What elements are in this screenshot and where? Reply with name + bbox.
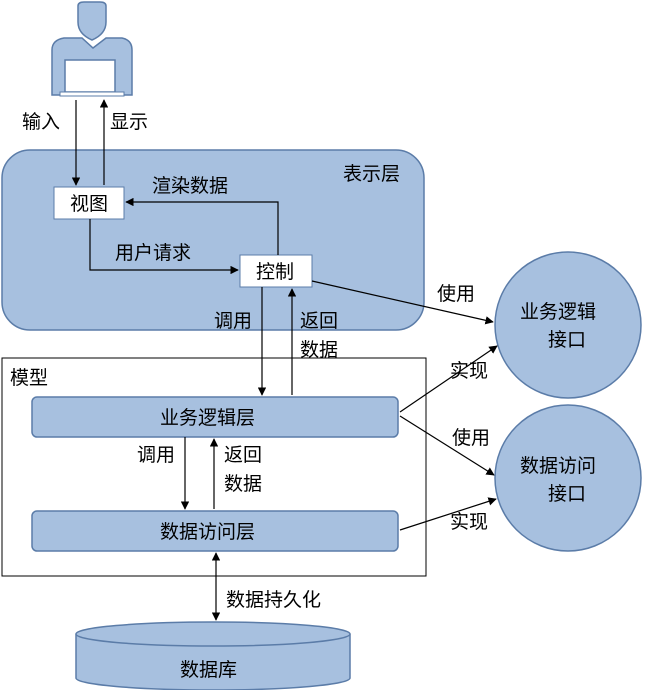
business-logic-interface[interactable]	[494, 251, 642, 399]
return-bottom-label-1: 返回	[224, 444, 262, 466]
data-interface-label-1: 数据访问	[520, 455, 596, 477]
implement-label-1: 实现	[450, 360, 488, 382]
implement-label-2: 实现	[450, 511, 488, 533]
return-bottom-label-2: 数据	[224, 473, 262, 495]
view-box[interactable]	[53, 186, 125, 220]
render-data-arrow	[125, 197, 279, 255]
view-label: 视图	[70, 193, 108, 215]
user-request-label: 用户请求	[115, 242, 191, 264]
data-access-implements-interface	[399, 497, 497, 531]
display-label: 显示	[110, 111, 148, 133]
database-cylinder[interactable]	[75, 621, 351, 690]
use-label-2: 使用	[452, 427, 490, 449]
data-persistence-label: 数据持久化	[226, 589, 321, 611]
controller-uses-business-interface	[311, 280, 494, 325]
call-top-label: 调用	[214, 310, 252, 332]
input-label: 输入	[22, 111, 60, 133]
model-label: 模型	[10, 367, 48, 389]
presentation-layer-label: 表示层	[343, 163, 400, 185]
business-interface-label-2: 接口	[548, 329, 586, 351]
data-access-layer[interactable]	[31, 510, 399, 552]
return-top-label-1: 返回	[300, 310, 338, 332]
data-access-layer-label: 数据访问层	[160, 521, 255, 543]
business-uses-data-interface	[399, 415, 495, 476]
business-logic-layer[interactable]	[31, 396, 399, 438]
controller-label: 控制	[256, 261, 294, 283]
business-interface-label-1: 业务逻辑	[520, 301, 596, 323]
controller-box[interactable]	[239, 254, 313, 288]
user-icon	[51, 1, 133, 97]
call-bottom-label: 调用	[137, 444, 175, 466]
use-label-1: 使用	[437, 283, 475, 305]
database-label: 数据库	[180, 659, 237, 681]
data-access-interface[interactable]	[494, 404, 642, 552]
return-top-label-2: 数据	[300, 339, 338, 361]
business-implements-interface	[399, 345, 498, 413]
render-data-label: 渲染数据	[152, 175, 228, 197]
business-logic-layer-label: 业务逻辑层	[160, 407, 255, 429]
user-request-arrow	[89, 219, 239, 275]
data-interface-label-2: 接口	[548, 483, 586, 505]
